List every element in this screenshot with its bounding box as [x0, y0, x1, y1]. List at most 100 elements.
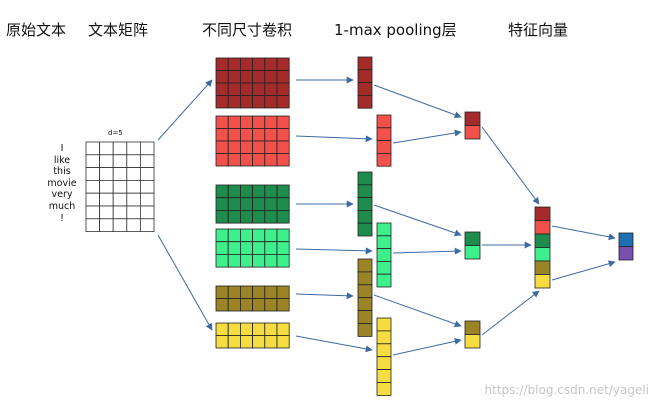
cell [376, 356, 392, 371]
cell [126, 218, 141, 233]
cell [252, 298, 266, 312]
arrow-conv-6 [295, 335, 373, 353]
cell [126, 179, 141, 194]
arrow-matrix-to-top [157, 79, 213, 141]
cell [357, 197, 373, 211]
cell [227, 57, 241, 71]
cell [215, 197, 229, 211]
cell [227, 335, 241, 349]
dimension-label: d=5 [108, 129, 123, 137]
sentence-words: I like this movie very much ! [40, 143, 84, 224]
cell [239, 253, 253, 268]
arrow-out-2 [551, 260, 616, 281]
cell [357, 69, 373, 84]
cell [276, 140, 290, 154]
cell [85, 205, 101, 220]
cell [215, 209, 229, 224]
cell [264, 70, 278, 84]
arrow-concat-3 [481, 290, 540, 336]
cell [99, 179, 114, 194]
cell [534, 260, 551, 275]
cell [252, 253, 266, 268]
cell [276, 128, 290, 142]
cell [276, 298, 290, 312]
cell [139, 218, 155, 233]
cell [239, 285, 253, 299]
word: ! [60, 212, 64, 224]
pooled-green [464, 231, 481, 260]
cell [99, 205, 114, 220]
cell [239, 70, 253, 84]
cell [215, 228, 229, 243]
feature-map-yellow [376, 317, 392, 396]
cell [357, 209, 373, 224]
cell [112, 141, 128, 156]
cell [276, 70, 290, 84]
cell [264, 95, 278, 109]
cell [252, 209, 266, 224]
cell [376, 343, 392, 358]
cell [264, 209, 278, 224]
cell [276, 228, 290, 243]
cell [227, 128, 241, 142]
text-matrix [85, 141, 155, 233]
cell [464, 125, 481, 140]
cell [252, 82, 266, 96]
cell [252, 140, 266, 154]
cell [264, 298, 278, 312]
cell [376, 369, 392, 383]
cell [376, 140, 392, 154]
cell [252, 241, 266, 255]
cell [276, 253, 290, 268]
cell [227, 70, 241, 84]
cell [239, 57, 253, 71]
cell [126, 192, 141, 207]
cell [215, 140, 229, 154]
cell [215, 128, 229, 142]
cell [357, 258, 373, 273]
cell [239, 335, 253, 349]
cell [99, 154, 114, 169]
arrow-matrix-to-bottom [157, 234, 213, 331]
word: very [51, 189, 73, 201]
cell [139, 167, 155, 181]
cell [227, 209, 241, 224]
arrow-pool-2 [392, 129, 462, 144]
arrow-conv-4 [295, 247, 373, 255]
cell [264, 253, 278, 268]
cell [357, 271, 373, 286]
cell [252, 322, 266, 336]
cell [357, 284, 373, 299]
cell [215, 253, 229, 268]
cell [126, 205, 141, 220]
cell [464, 111, 481, 126]
cell [126, 154, 141, 169]
cell [276, 184, 290, 199]
watermark: https://blog.csdn.net/yageli [484, 383, 649, 397]
word: much [48, 200, 76, 212]
cell [276, 153, 290, 167]
cell [464, 334, 481, 349]
cell [239, 128, 253, 142]
cell [357, 184, 373, 199]
cell [215, 298, 229, 312]
arrow-pool-5 [373, 294, 462, 328]
feature-map-dark-green [357, 171, 373, 237]
cell [464, 320, 481, 335]
cell [227, 184, 241, 199]
cell [264, 153, 278, 167]
cell [376, 273, 392, 288]
cell [227, 253, 241, 268]
cell [239, 241, 253, 255]
cell [252, 115, 266, 129]
cell [227, 241, 241, 255]
cell [215, 241, 229, 255]
cell [239, 209, 253, 224]
word: movie [47, 177, 77, 189]
cell [276, 241, 290, 255]
cell [252, 57, 266, 71]
cell [252, 197, 266, 211]
cell [112, 154, 128, 169]
